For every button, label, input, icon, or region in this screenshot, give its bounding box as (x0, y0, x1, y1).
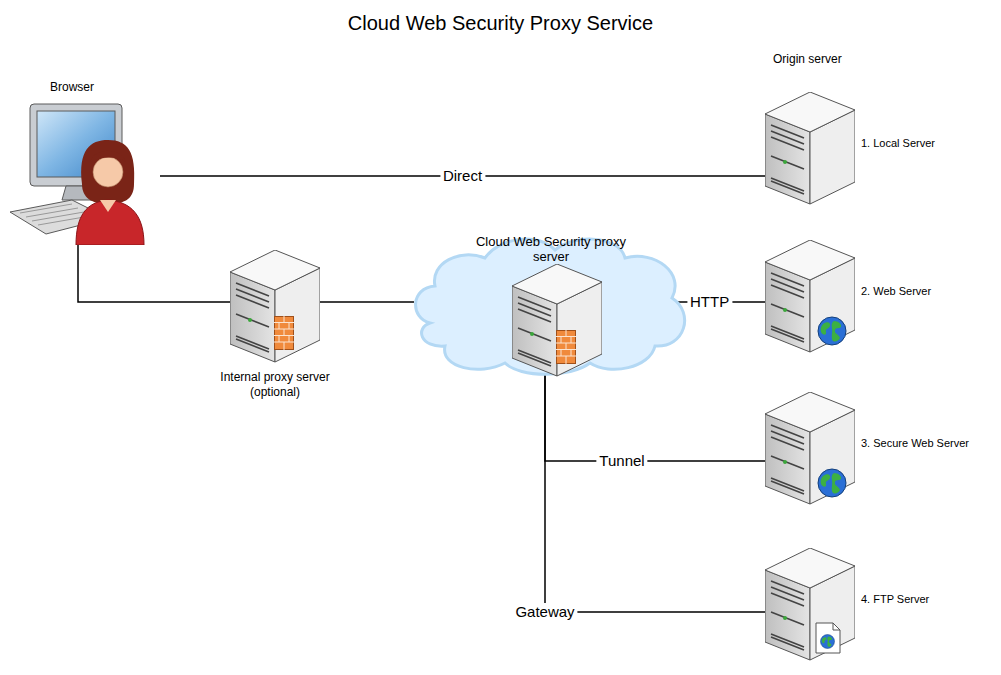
globe-icon (817, 316, 847, 346)
globe-symbol (818, 469, 846, 497)
origin-server: 1. Local Server (765, 92, 855, 206)
user-symbol (10, 104, 144, 245)
origin-server: 2. Web Server (765, 240, 855, 354)
cloud-proxy: Cloud Web Security proxy server (410, 228, 692, 378)
user-icon (10, 100, 160, 245)
srv-symbol (765, 92, 855, 204)
node-label: Browser (50, 80, 94, 95)
diagram-title: Cloud Web Security Proxy Service (0, 12, 1001, 35)
node-label: Cloud Web Security proxy server (466, 234, 636, 264)
ftpdoc-icon (815, 622, 841, 654)
srv-symbol (512, 264, 602, 376)
connector-line (545, 374, 765, 612)
node-label: 1. Local Server (861, 136, 935, 151)
firewall-symbol (274, 316, 294, 350)
srv-icon (765, 548, 855, 662)
node-label: 2. Web Server (861, 284, 931, 299)
connector-label: Direct (440, 167, 485, 185)
proxy-server: Internal proxy server (optional) (230, 250, 320, 364)
node-label: 3. Secure Web Server (861, 436, 969, 451)
origin-server: 4. FTP Server (765, 548, 855, 662)
firewall-icon (556, 330, 576, 364)
connector-line (320, 301, 414, 303)
browser-node: Browser (10, 100, 160, 245)
globe-symbol (818, 317, 846, 345)
connector-label: Tunnel (596, 452, 647, 470)
srv-symbol (765, 240, 855, 352)
srv-icon (765, 92, 855, 206)
firewall-icon (274, 316, 294, 350)
connector-line (545, 374, 765, 461)
group-label: Origin server (773, 52, 842, 66)
ftpdoc-symbol (816, 623, 840, 653)
srv-symbol (230, 250, 320, 362)
connector-line (78, 245, 230, 302)
firewall-symbol (556, 330, 576, 364)
node-label: Internal proxy server (optional) (200, 370, 350, 400)
srv-symbol (765, 548, 855, 660)
node-label: 4. FTP Server (861, 592, 929, 607)
globe-icon (817, 468, 847, 498)
connector-label: HTTP (687, 293, 732, 311)
connector-label: Gateway (512, 603, 577, 621)
srv-symbol (765, 392, 855, 504)
origin-server: 3. Secure Web Server (765, 392, 855, 506)
